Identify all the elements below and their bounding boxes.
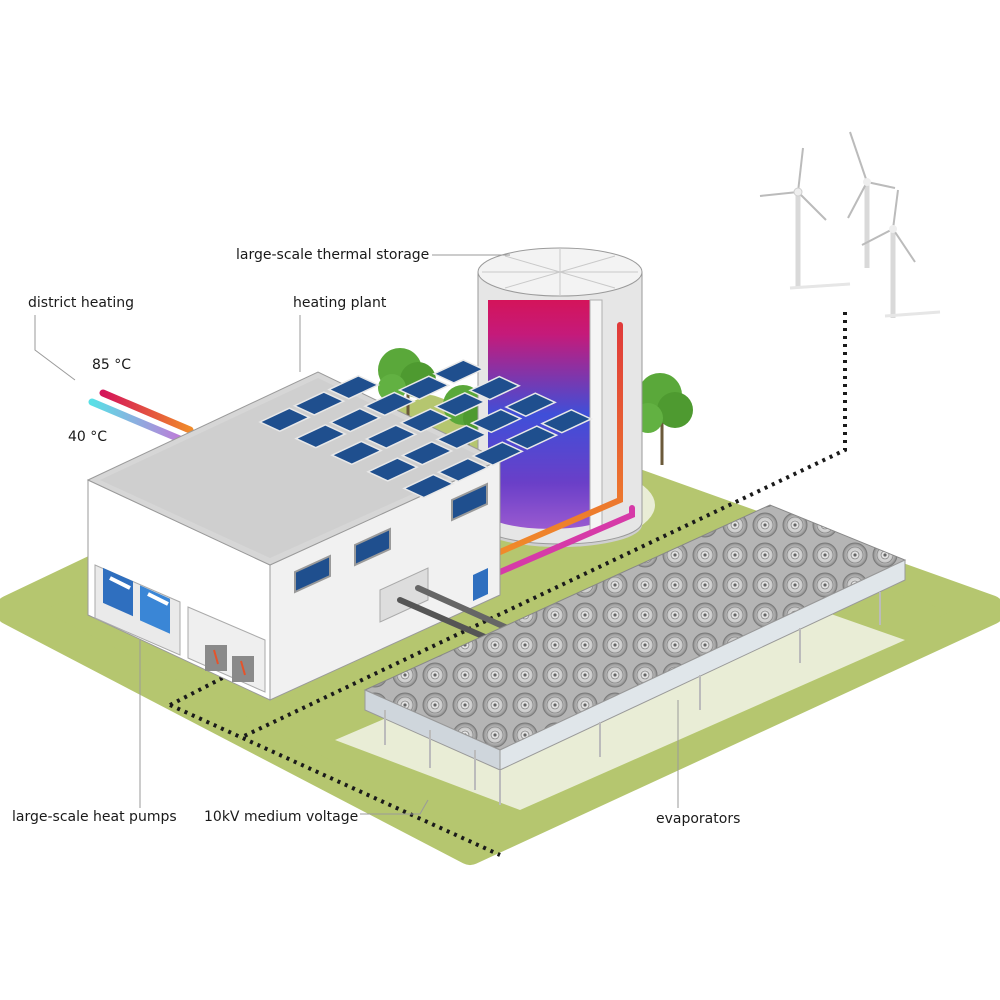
solar-panel-icon	[327, 375, 380, 400]
label-evaporators: evaporators	[656, 811, 741, 827]
district-heating-hot-pipe	[99, 389, 194, 434]
solar-panel-icon	[540, 409, 593, 434]
district-heating-cold-pipe	[88, 398, 186, 444]
label-heating-plant: heating plant	[293, 295, 387, 311]
wind-turbine-icon	[759, 147, 851, 290]
transformer-icon	[187, 606, 266, 693]
thermal-storage-tank	[477, 247, 643, 547]
solar-panel-icon	[469, 408, 523, 434]
solar-panel-icon	[292, 391, 346, 416]
power-cable	[239, 312, 847, 740]
solar-panel-icon	[433, 392, 487, 417]
evaporator-array	[363, 504, 907, 805]
label-temp-cold: 40 °C	[68, 429, 108, 445]
solar-panel-icon	[432, 359, 485, 384]
solar-panel-icon	[400, 441, 454, 466]
heating-plant-building	[86, 371, 502, 701]
leader-lines	[34, 254, 679, 815]
hot-pipe	[497, 322, 623, 555]
solar-panel-icon	[402, 473, 455, 499]
solar-panel-icon	[294, 424, 347, 449]
solar-panel-icon	[471, 441, 524, 466]
solar-panel-icon	[363, 391, 416, 417]
solar-panel-icon	[364, 424, 418, 449]
label-medium-voltage: 10kV medium voltage	[204, 809, 359, 825]
heat-pump-icon	[94, 564, 181, 656]
solar-panel-icon	[397, 375, 451, 400]
solar-panel-icon	[504, 392, 557, 417]
return-pipe	[497, 505, 635, 575]
solar-panel-icon	[330, 440, 383, 466]
label-heat-pumps: large-scale heat pumps	[12, 809, 177, 825]
label-temp-hot: 85 °C	[92, 357, 132, 373]
solar-panel-icon	[436, 457, 490, 483]
solar-panel-icon	[399, 408, 452, 433]
solar-panel-icon	[468, 375, 521, 401]
label-thermal-storage: large-scale thermal storage	[236, 247, 430, 263]
wind-turbine-icon	[847, 131, 896, 268]
wind-turbine-icon	[861, 189, 941, 318]
solar-panel-icon	[366, 457, 419, 482]
solar-panel-icon	[258, 407, 311, 432]
solar-panel-icon	[505, 425, 559, 450]
solar-panel-icon	[328, 407, 382, 433]
solar-panel-icon	[435, 424, 488, 450]
label-district-heating: district heating	[28, 295, 135, 311]
solar-panel-array	[258, 359, 593, 499]
